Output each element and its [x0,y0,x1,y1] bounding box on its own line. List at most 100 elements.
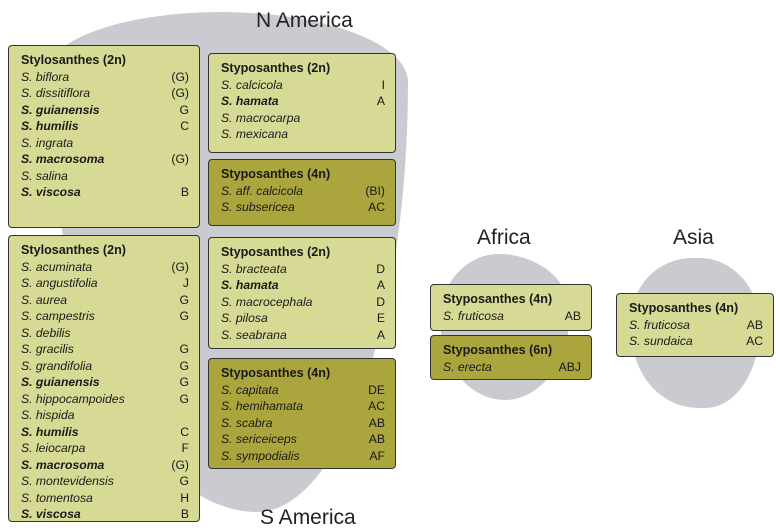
species-name: S. debilis [21,325,71,340]
species-row: S. viscosa B [21,506,191,523]
genome-code: (G) [171,86,189,100]
species-name: S. angustifolia [21,276,98,290]
genome-code: B [180,507,189,521]
species-row: S. campestris G [21,308,191,325]
species-name: S. viscosa [21,185,81,199]
genome-code: AC [746,334,763,348]
genome-code: AB [746,317,763,332]
genome-code: A [376,327,385,342]
genome-code: B [180,185,189,199]
genome-code: G [179,391,189,406]
species-name: S. bracteata [221,261,287,276]
species-row: S. macrocephala D [221,294,387,311]
species-name: S. hamata [221,278,279,292]
species-name: S. subsericea [221,200,295,214]
species-box-namerica-stylosanthes-2n: Stylosanthes (2n)S. biflora(G)S. dissiti… [8,45,200,228]
genome-code: (G) [171,69,189,84]
genome-code: DE [368,382,385,397]
species-row: S. salina [21,168,191,185]
species-name: S. aurea [21,292,68,307]
species-row: S. tomentosa H [21,490,191,507]
species-name: S. fruticosa [629,317,690,332]
genome-code: G [179,375,189,389]
genome-code: AB [368,415,385,430]
genome-code: G [179,102,189,117]
species-name: S. macrosoma [21,457,105,472]
genome-code: ABJ [558,359,581,374]
species-name: S. guianensis [21,375,100,389]
species-name: S. dissitiflora [21,86,91,100]
genome-code: (G) [171,152,189,166]
species-row: S. hispida [21,407,191,424]
species-name: S. macrocephala [221,294,313,309]
species-name: S. erecta [443,359,492,374]
genome-code: D [376,261,385,276]
species-name: S. biflora [21,69,70,84]
species-name: S. macrocarpa [221,110,301,125]
species-row: S. mexicana [221,126,387,143]
species-name: S. hispida [21,408,75,422]
species-row: S. erecta ABJ [443,359,583,376]
species-row: S. macrocarpa [221,110,387,127]
box-title: Stylosanthes (2n) [21,243,126,257]
species-row: S. debilis [21,325,191,342]
species-name: S. seabrana [221,327,287,342]
species-name: S. macrosoma [21,152,105,166]
species-row: S. dissitiflora (G) [21,85,191,102]
genome-code: G [179,358,189,373]
box-title: Styposanthes (4n) [221,167,331,181]
region-label-s-america: S America [260,506,356,529]
species-name: S. leiocarpa [21,441,86,455]
species-name: S. capitata [221,382,279,397]
genome-code: D [376,294,385,309]
region-label-asia: Asia [673,226,714,249]
species-name: S. montevidensis [21,474,114,488]
species-name: S. tomentosa [21,490,93,505]
species-row: S. macrosoma (G) [21,457,191,474]
genome-code [189,135,191,152]
species-box-namerica-styposanthes-4n: Styposanthes (4n) S. aff. calcicola (BI) S.… [208,159,396,226]
genome-code: (G) [171,457,189,472]
genome-code: E [376,311,385,325]
species-row: S. seabrana A [221,327,387,344]
species-name: S. gracilis [21,342,74,356]
genome-code: G [179,309,189,323]
species-name: S. humilis [21,119,79,133]
species-name: S. viscosa [21,507,81,521]
species-name: S. campestris [21,309,95,323]
species-box-africa-styposanthes-6n: Styposanthes (6n) S. erecta ABJ [430,335,592,380]
species-row: S. bracteata D [221,261,387,278]
species-name: S. sympodialis [221,448,300,463]
genome-code: (BI) [365,183,385,198]
genome-code [189,168,191,185]
species-name: S. aff. calcicola [221,183,303,198]
genome-code: C [180,424,189,439]
species-row: S. biflora (G) [21,69,191,86]
species-row: S. ingrata [21,135,191,152]
species-row: S. fruticosa AB [629,317,765,334]
genome-code: J [182,276,189,290]
species-row: S. guianensis G [21,374,191,391]
genome-code: AB [564,308,581,323]
box-title: Styposanthes (6n) [443,343,553,357]
species-name: S. calcicola [221,77,283,92]
species-name: S. salina [21,168,68,183]
species-name: S. humilis [21,424,79,439]
genome-code: H [180,490,189,505]
box-title: Styposanthes (4n) [443,292,553,306]
